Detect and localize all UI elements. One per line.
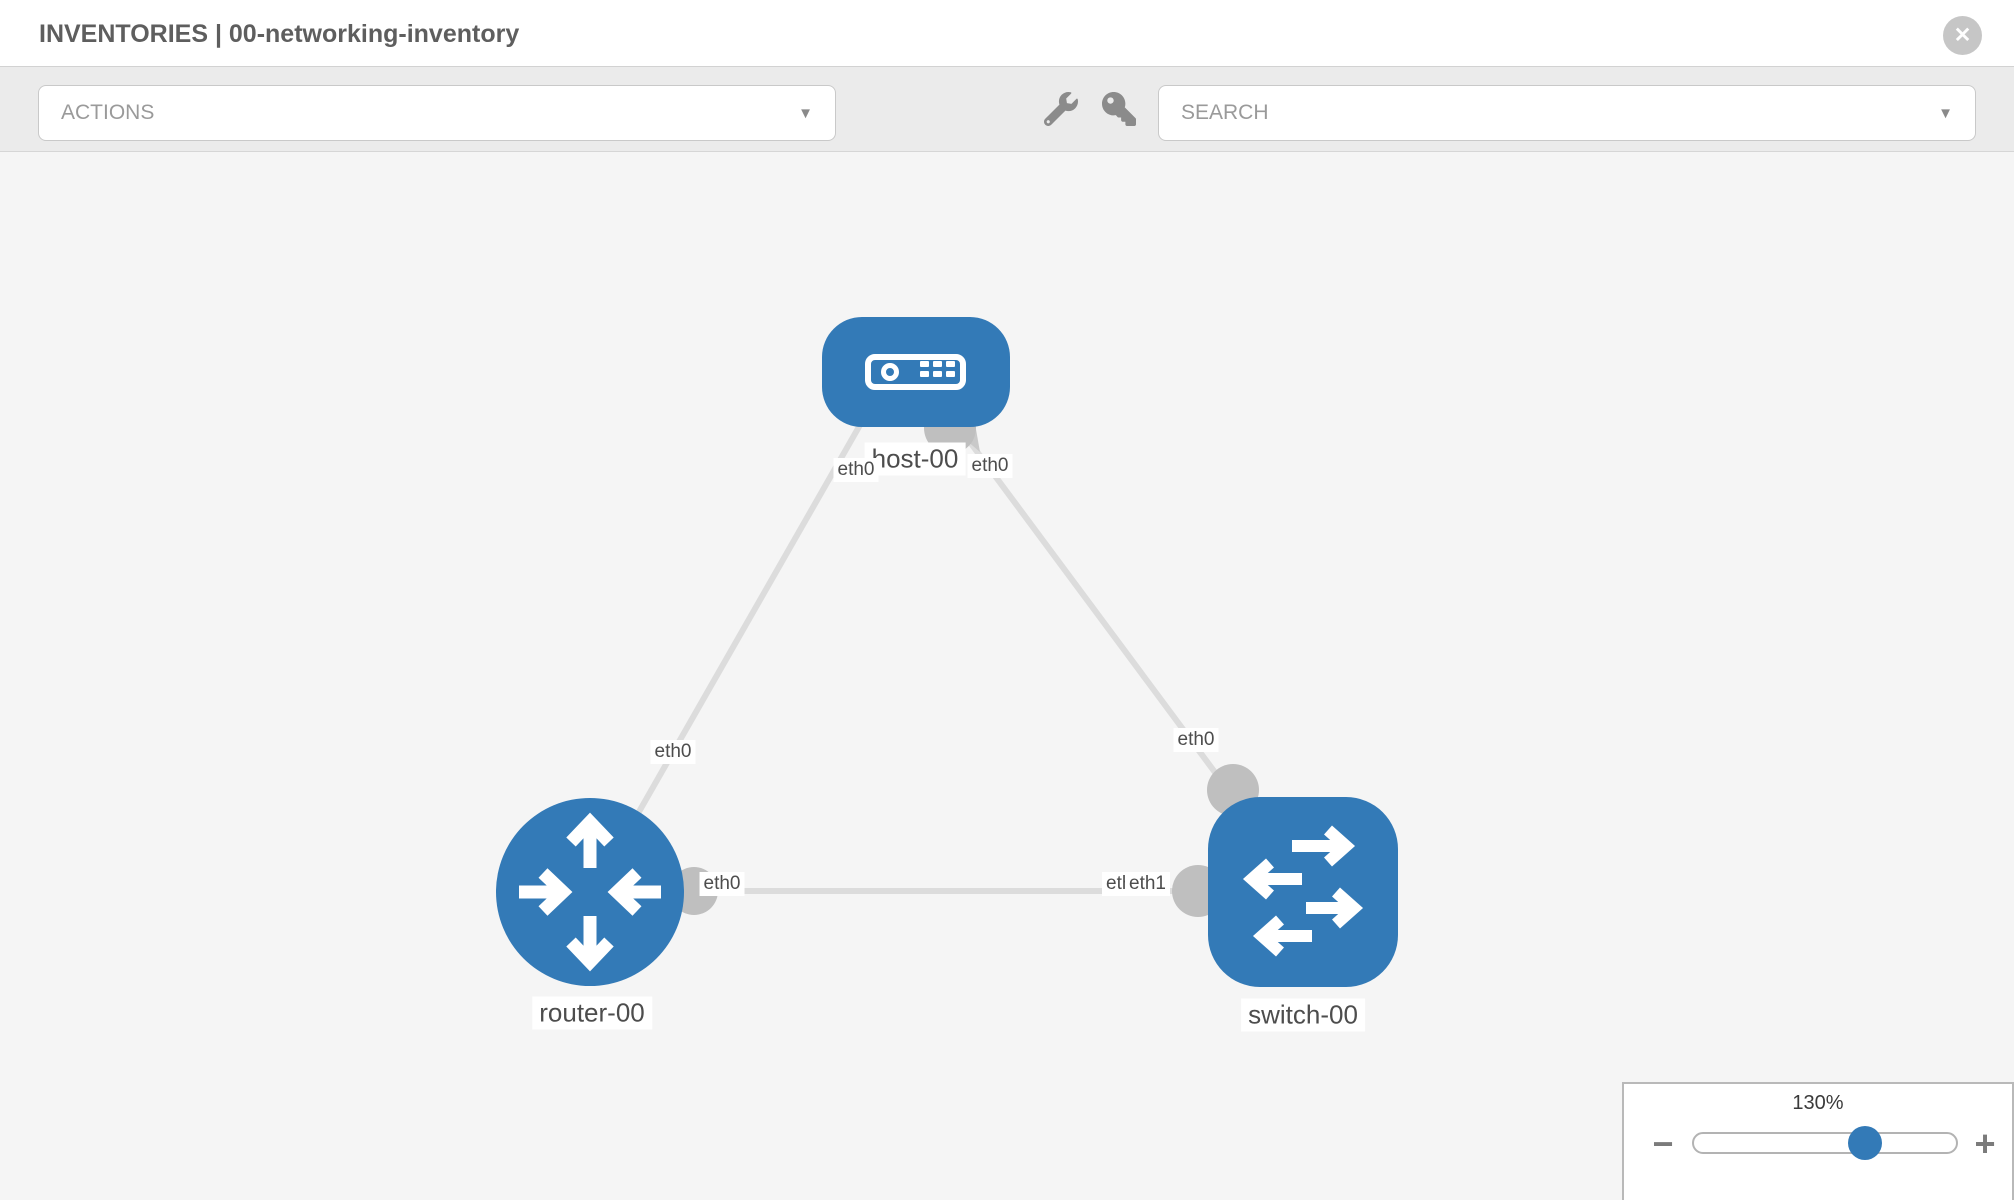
topology-canvas[interactable]: host-00 router-00 switch-00 eth0 eth0 et…: [0, 152, 2014, 1200]
zoom-level: 130%: [1792, 1092, 1844, 1114]
close-icon: ✕: [1953, 24, 1972, 47]
close-button[interactable]: ✕: [1943, 16, 1982, 55]
iface-label-link-a-eth0: eth0: [650, 740, 696, 764]
node-label-router: router-00: [532, 996, 652, 1030]
chevron-down-icon: ▼: [1938, 104, 1953, 122]
node-label-switch: switch-00: [1241, 998, 1365, 1032]
zoom-in-button[interactable]: +: [1965, 1124, 2005, 1164]
toolbar: ACTIONS ▼ SEARCH ▼: [0, 67, 2014, 152]
minus-icon: −: [1652, 1123, 1674, 1164]
search-placeholder: SEARCH: [1181, 101, 1269, 124]
actions-dropdown[interactable]: ACTIONS ▼: [38, 85, 836, 141]
zoom-slider[interactable]: [1692, 1126, 1958, 1160]
iface-label-switch-eth1-over: eth1: [1125, 872, 1170, 896]
switch-icon: [1242, 825, 1364, 957]
host-icon: [865, 354, 966, 390]
key-icon: [1102, 92, 1136, 129]
header: INVENTORIES | 00-networking-inventory ✕: [0, 0, 2014, 67]
zoom-slider-thumb[interactable]: [1848, 1126, 1882, 1160]
node-host-00[interactable]: [822, 317, 1010, 427]
iface-label-router-eth0: eth0: [699, 872, 745, 896]
link-host-router[interactable]: [597, 387, 883, 883]
page-title: INVENTORIES | 00-networking-inventory: [39, 20, 520, 48]
iface-label-host-eth0-right: eth0: [967, 454, 1013, 478]
wrench-button[interactable]: [1043, 92, 1078, 129]
actions-dropdown-label: ACTIONS: [61, 101, 155, 124]
iface-label-link-b-eth0: eth0: [1173, 728, 1219, 752]
zoom-panel: 130% − +: [1622, 1082, 2014, 1200]
node-router-00[interactable]: [496, 798, 684, 986]
chevron-down-icon: ▼: [798, 104, 813, 122]
wrench-icon: [1043, 92, 1078, 129]
node-label-host: host-00: [864, 442, 966, 476]
zoom-out-button[interactable]: −: [1643, 1124, 1683, 1164]
key-button[interactable]: [1102, 92, 1136, 126]
interface-ports: [670, 402, 1259, 917]
router-icon: [519, 812, 661, 972]
search-dropdown[interactable]: SEARCH ▼: [1158, 85, 1976, 141]
plus-icon: +: [1974, 1123, 1996, 1164]
iface-label-host-eth0-left: eth0: [833, 458, 879, 482]
node-switch-00[interactable]: [1208, 797, 1398, 987]
